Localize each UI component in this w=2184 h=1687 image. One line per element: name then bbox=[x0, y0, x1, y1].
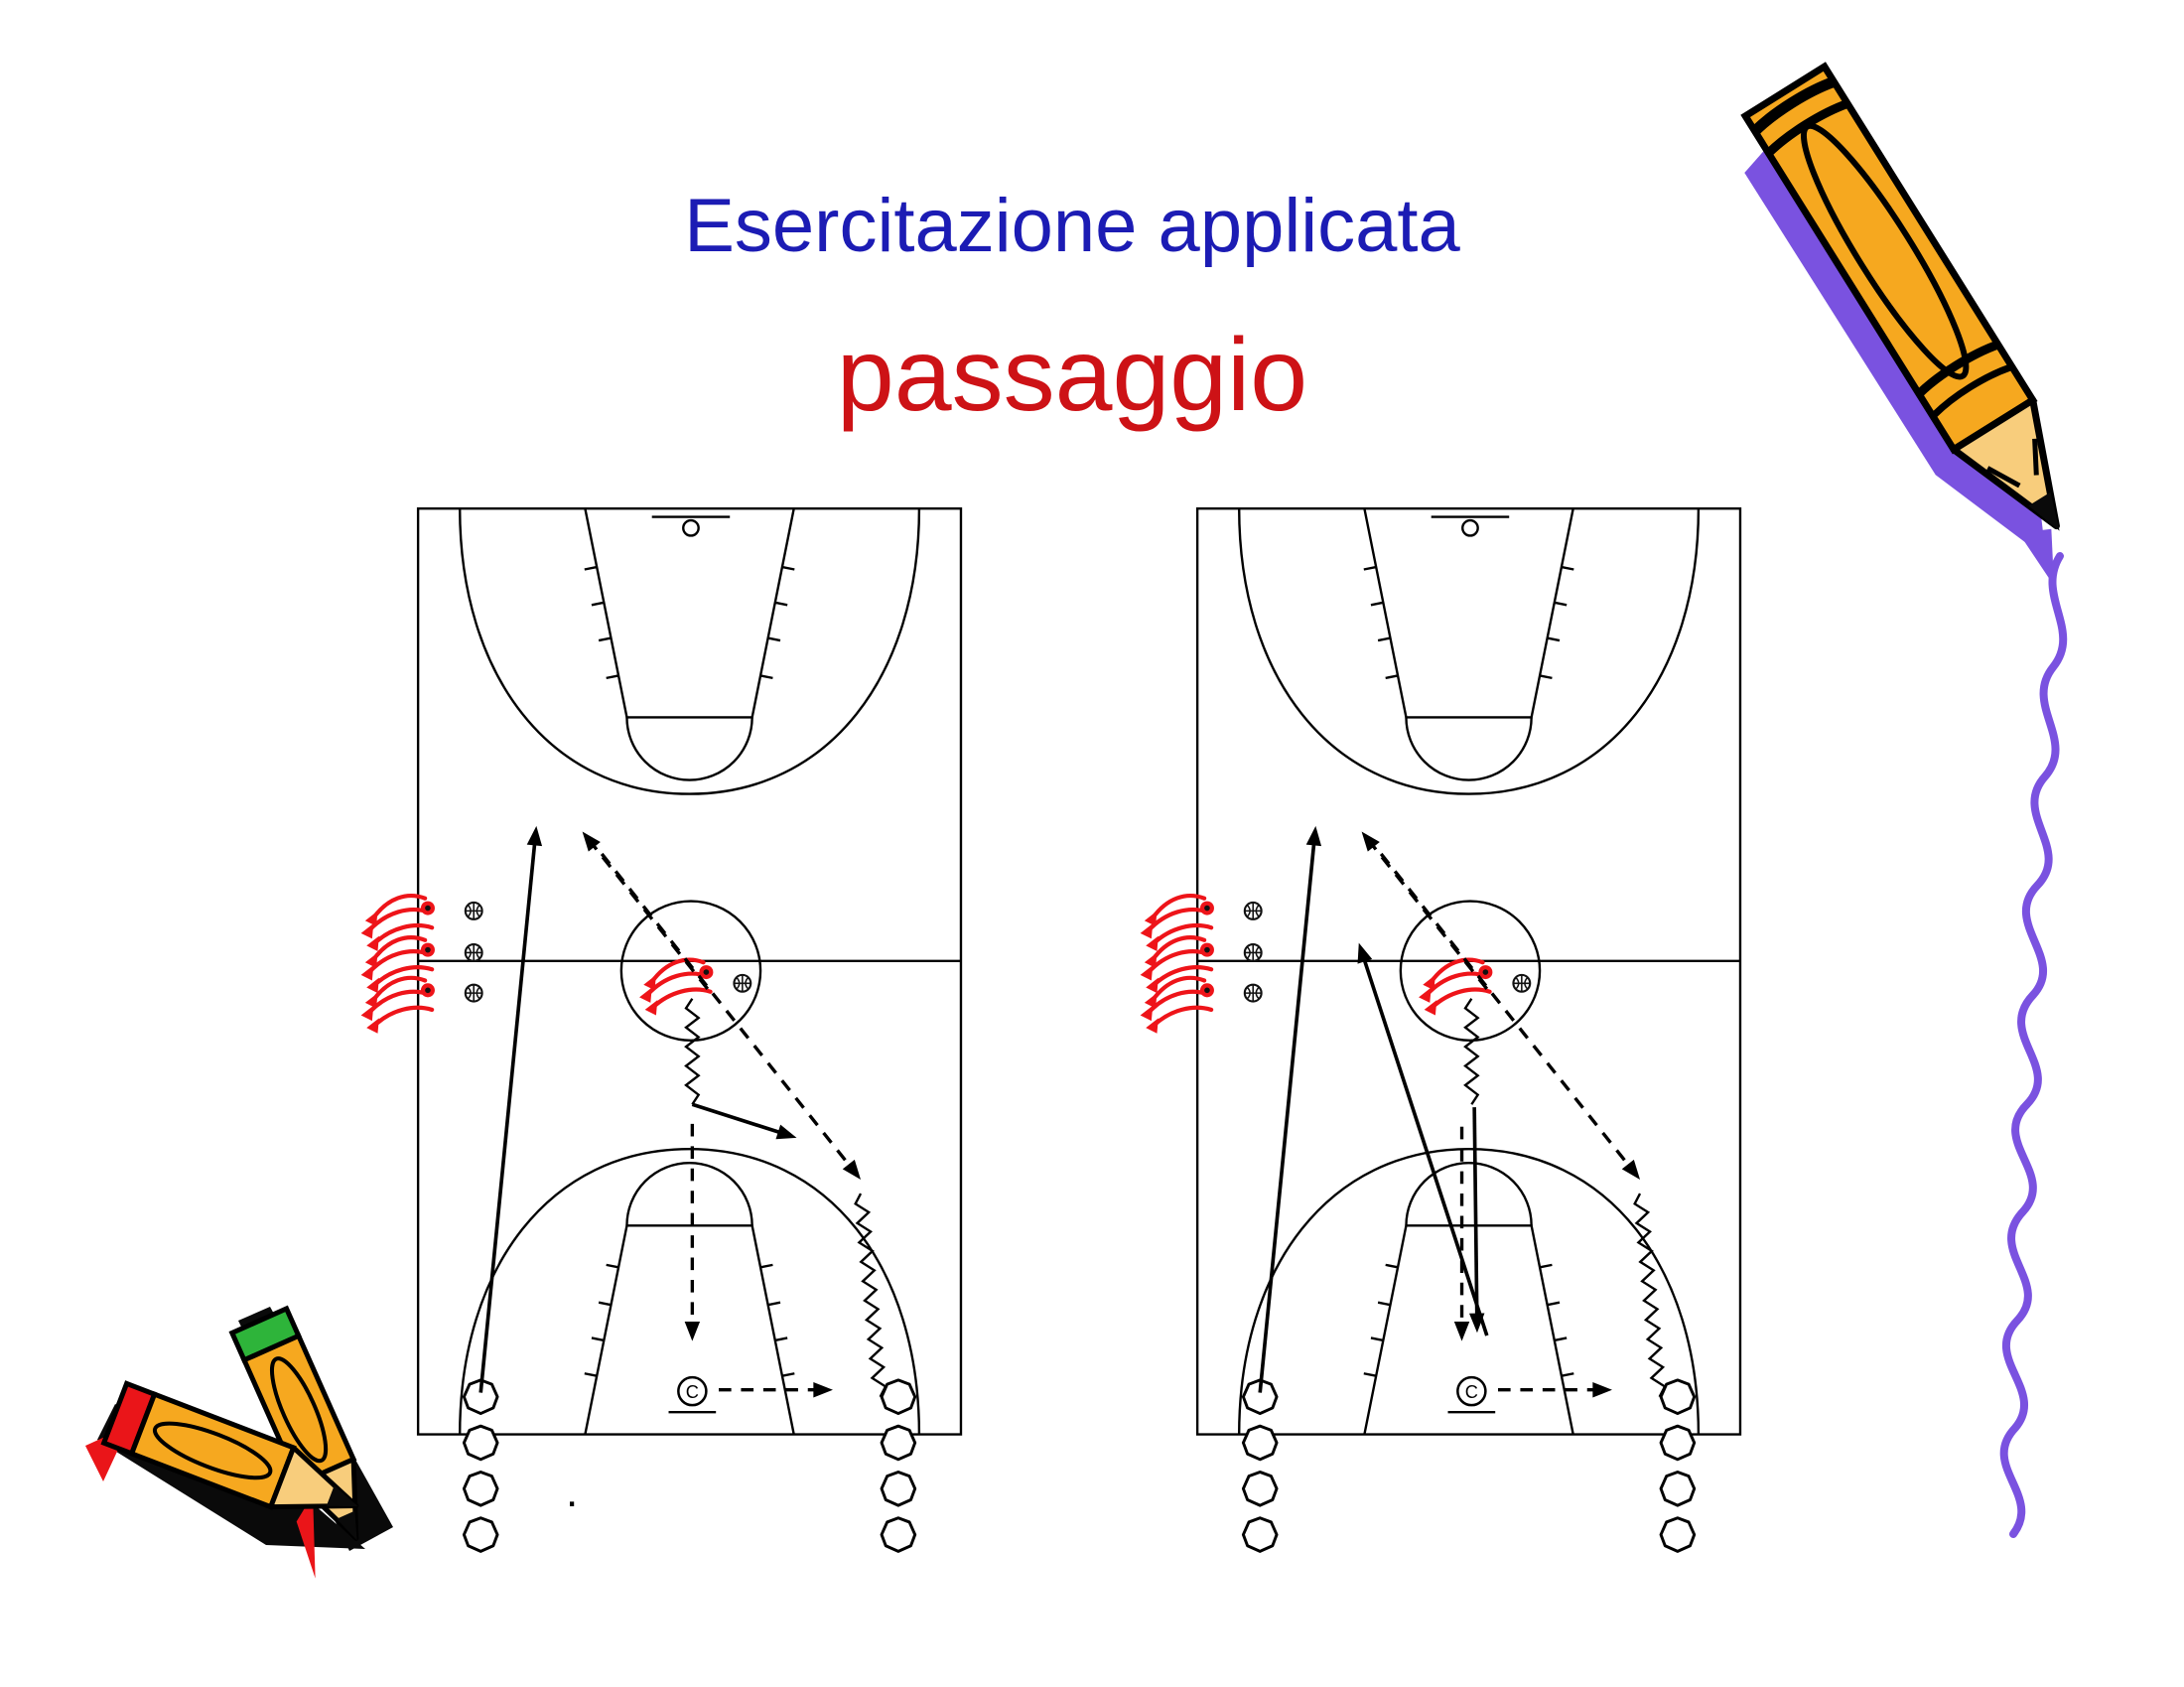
cut-arrow bbox=[1472, 1107, 1479, 1320]
cone-icon bbox=[1659, 1424, 1697, 1462]
cone-icon bbox=[1241, 1378, 1279, 1416]
basketball-icon bbox=[1243, 983, 1263, 1003]
arrowhead bbox=[582, 831, 601, 852]
cone-icon bbox=[462, 1378, 499, 1416]
stray-period: . bbox=[566, 1468, 579, 1516]
cone-icon bbox=[880, 1516, 917, 1553]
cone-icon bbox=[462, 1516, 499, 1553]
player-icon bbox=[639, 957, 714, 1016]
pencil-red-capped bbox=[100, 1380, 359, 1510]
coach-marker: C bbox=[1447, 1375, 1496, 1414]
coach-marker: C bbox=[668, 1375, 717, 1414]
cone-icon bbox=[880, 1378, 917, 1416]
player-icon bbox=[360, 894, 435, 952]
basketball-icon bbox=[1512, 973, 1532, 993]
arrowhead bbox=[1453, 1322, 1470, 1341]
player-icon bbox=[1140, 894, 1214, 952]
arrowhead bbox=[1621, 1159, 1641, 1180]
pencil-tip bbox=[1950, 396, 2060, 530]
title-block: Esercitazione applicata passaggio bbox=[298, 187, 1846, 427]
arrowhead bbox=[842, 1159, 862, 1180]
basketball-icon bbox=[464, 983, 483, 1003]
basketball-icon bbox=[1243, 901, 1263, 920]
cone-icon bbox=[1659, 1470, 1697, 1507]
basketball-icon bbox=[1243, 942, 1263, 962]
cone-icon bbox=[1659, 1378, 1697, 1416]
cone-icon bbox=[1241, 1424, 1279, 1462]
cut-arrow bbox=[478, 839, 537, 1393]
cone-icon bbox=[462, 1424, 499, 1462]
court-diagram-left: C bbox=[360, 506, 963, 1553]
arrowhead bbox=[1361, 831, 1380, 852]
cone-icon bbox=[1659, 1516, 1697, 1553]
arrowhead bbox=[526, 825, 543, 847]
player-icon bbox=[1140, 935, 1214, 994]
pencil-cap-green bbox=[228, 1305, 303, 1364]
basketball-icon bbox=[464, 901, 483, 920]
arrowhead bbox=[1592, 1382, 1612, 1398]
basket-rim bbox=[682, 518, 700, 537]
arrowhead bbox=[775, 1124, 797, 1140]
cut-arrow bbox=[1258, 839, 1316, 1393]
slide-title: Esercitazione applicata bbox=[684, 184, 1460, 268]
player-icon bbox=[360, 935, 435, 994]
basket-rim bbox=[1461, 518, 1479, 537]
center-circle bbox=[619, 900, 762, 1042]
player-icon bbox=[360, 975, 435, 1034]
player-icon bbox=[1419, 957, 1493, 1016]
dribble-zigzag bbox=[854, 1193, 887, 1398]
center-circle bbox=[1399, 900, 1542, 1042]
arrowhead bbox=[813, 1382, 833, 1398]
court-lines bbox=[1195, 506, 1742, 1436]
squiggle-line bbox=[1999, 552, 2068, 1538]
court-lines bbox=[416, 506, 963, 1436]
cone-icon bbox=[462, 1470, 499, 1507]
slide-subtitle: passaggio bbox=[836, 317, 1308, 433]
basketball-icon bbox=[733, 973, 752, 993]
cone-icon bbox=[880, 1424, 917, 1462]
dribble-zigzag bbox=[1463, 998, 1480, 1105]
cones-group bbox=[462, 1378, 917, 1553]
arrowhead bbox=[1305, 825, 1322, 847]
player-icon bbox=[1140, 975, 1214, 1034]
pencil-graphite bbox=[2028, 492, 2060, 531]
arrows-group bbox=[478, 825, 887, 1398]
cone-icon bbox=[1241, 1470, 1279, 1507]
cut-arrow bbox=[1361, 955, 1489, 1336]
pass-arrow bbox=[600, 852, 854, 1171]
players-group bbox=[360, 894, 752, 1034]
basketball-icon bbox=[464, 942, 483, 962]
coach-label: C bbox=[686, 1382, 699, 1402]
cones-group bbox=[1241, 1378, 1697, 1553]
cone-icon bbox=[880, 1470, 917, 1507]
arrowhead bbox=[684, 1322, 701, 1341]
court-diagram-right: C bbox=[1140, 506, 1742, 1553]
dribble-zigzag bbox=[684, 998, 701, 1105]
dribble-zigzag bbox=[1633, 1193, 1667, 1398]
arrowhead bbox=[1357, 942, 1373, 964]
arrows-group bbox=[1258, 825, 1667, 1398]
cone-icon bbox=[1241, 1516, 1279, 1553]
pass-arrow bbox=[1379, 852, 1633, 1171]
players-group bbox=[1140, 894, 1532, 1034]
coach-label: C bbox=[1465, 1382, 1478, 1402]
cut-arrow bbox=[691, 1102, 784, 1136]
pencil-cap-red bbox=[100, 1380, 158, 1458]
